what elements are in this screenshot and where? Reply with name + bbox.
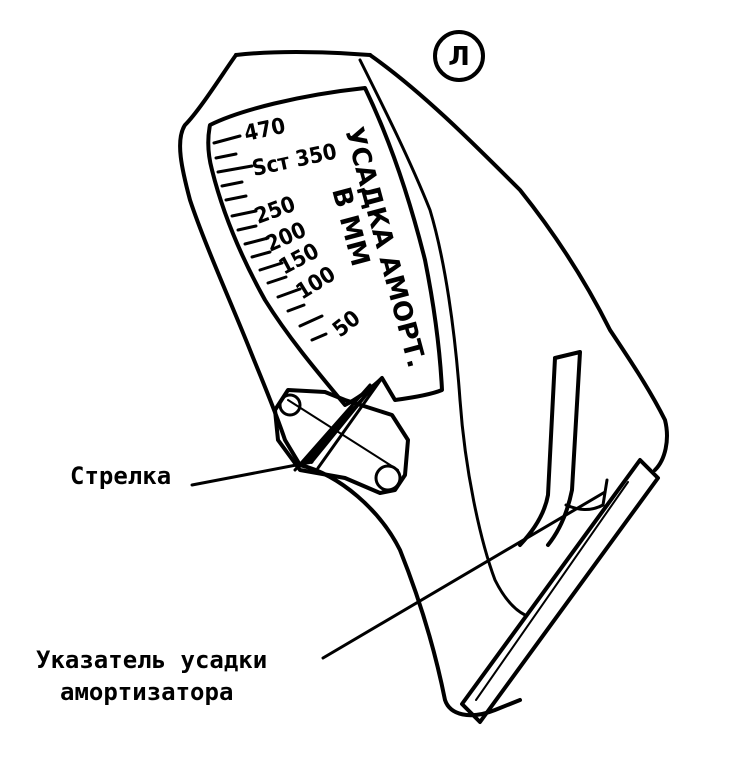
panel-letter-circle: [433, 30, 485, 82]
pointer-axis: [287, 399, 399, 471]
tick-d: [236, 224, 258, 232]
tick-c: [224, 194, 248, 202]
indicator-callout-label-line1: Указатель усадки: [36, 646, 267, 674]
panel-letter-badge: Л: [433, 30, 485, 82]
guide-slot: [518, 350, 582, 547]
tick-f: [266, 275, 288, 285]
housing-outline: [178, 53, 522, 718]
pointer-bracket: [273, 388, 410, 495]
indicator-bar-inner: [475, 481, 629, 701]
indicator-assembly: [460, 350, 660, 724]
callout-leaders: [190, 460, 607, 660]
pointer-assembly: [273, 376, 410, 495]
tick-50: [298, 314, 324, 328]
tick-b: [220, 180, 244, 188]
panel-letter: Л: [448, 42, 470, 72]
pointer-callout-label: Стрелка: [70, 462, 171, 490]
tick-350: [216, 164, 254, 174]
scale-plate: [206, 86, 444, 407]
pointer-bolt-bottom: [374, 464, 402, 492]
housing-inner-edge: [358, 58, 527, 617]
indicator-bar: [460, 458, 660, 724]
scale-label-static: Sст 350: [250, 140, 339, 182]
pointer-bolt-top: [278, 393, 302, 417]
pointer-callout-leader: [190, 460, 314, 487]
housing-right-edge: [368, 53, 669, 472]
scale-label-50: 50: [328, 306, 365, 343]
housing-top-edge: [234, 49, 372, 57]
tick-e: [250, 250, 272, 259]
tick-h: [310, 332, 328, 342]
tick-g: [286, 303, 306, 313]
strut-housing: [178, 49, 669, 718]
pointer-needle-fill: [302, 378, 382, 464]
tick-150: [258, 261, 284, 272]
tick-250: [230, 209, 258, 218]
indicator-callout-leader: [321, 490, 607, 660]
callout-labels: Стрелка Указатель усадки амортизатора: [36, 462, 267, 706]
tick-a: [214, 152, 238, 160]
indicator-callout-label-line2: амортизатора: [60, 678, 233, 706]
tick-470: [212, 134, 242, 145]
tick-100: [276, 287, 302, 299]
scale-plate-outline: [206, 86, 444, 407]
tick-200: [243, 236, 270, 246]
scale-label-470: 470: [242, 114, 288, 147]
